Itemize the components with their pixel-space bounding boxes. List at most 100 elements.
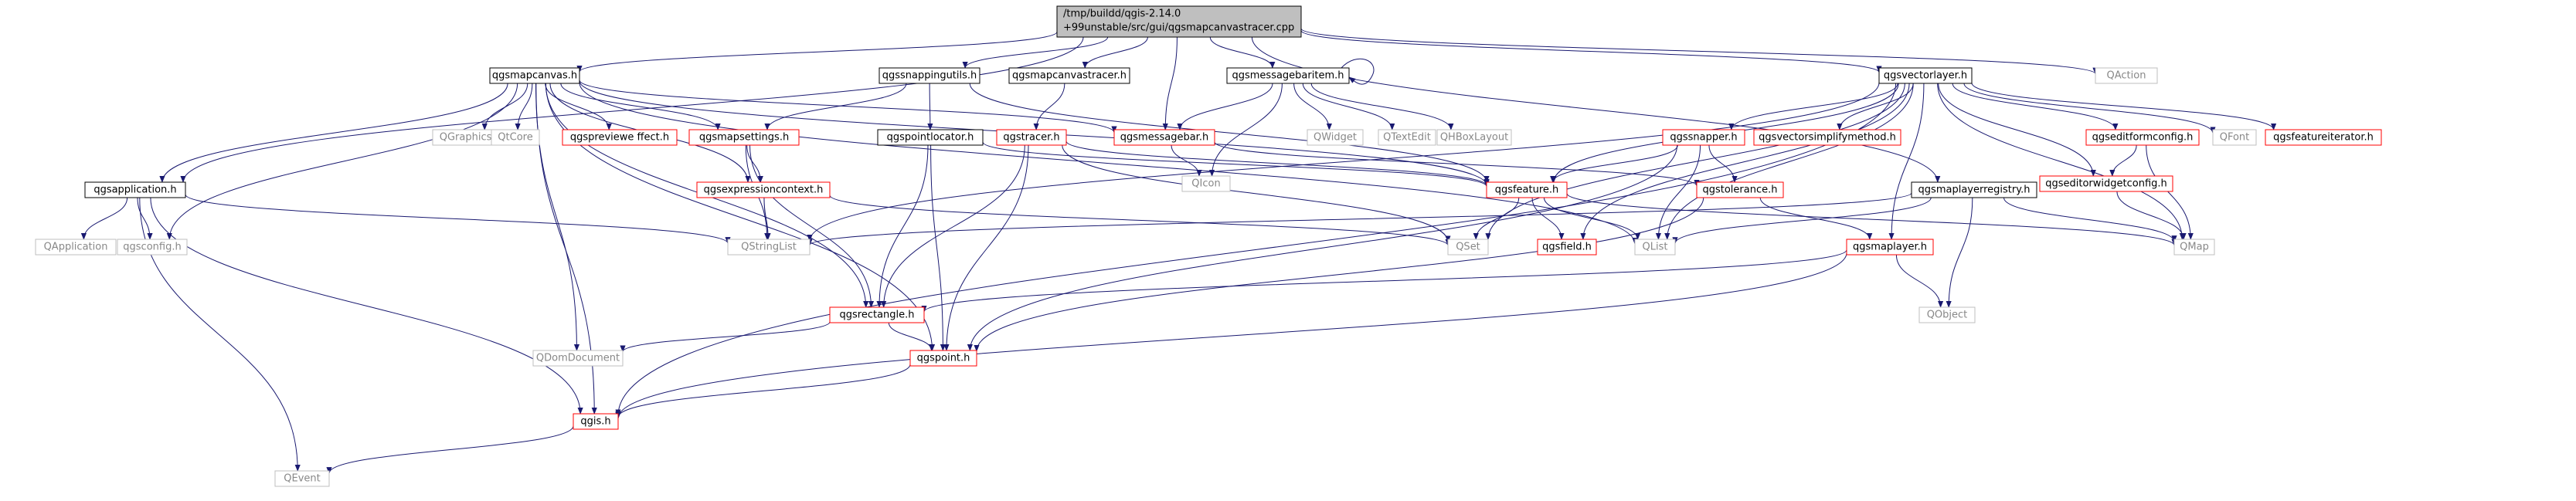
node-qgseditorwidgetconfig[interactable]: qgseditorwidgetconfig.h [2039,175,2173,192]
node-qicon: QIcon [1181,175,1231,192]
node-qhboxlayout: QHBoxLayout [1436,129,1512,146]
node-label: qgstracer.h [1003,132,1059,144]
edge-qgsvectorlayer-to-qgsmaplayer [1888,83,1925,240]
node-label: QAction [2107,70,2146,82]
node-qgsexpressioncontext[interactable]: qgsexpressioncontext.h [696,181,831,198]
node-box [491,129,540,146]
node-box [1378,129,1436,146]
node-box [2039,175,2173,192]
edge-qgsrectangle-to-qdomdocument [620,321,831,353]
edge-qgseditformconfig-to-qgseditorwidgetconfig [2109,144,2137,177]
node-qgsmessagebar[interactable]: qgsmessagebar.h [1113,129,1215,146]
node-box [2173,239,2215,256]
edge-root-to-qgsmapcanvas [576,31,1058,73]
node-qlist: QList [1634,239,1676,256]
node-qgsfield[interactable]: qgsfield.h [1537,239,1597,256]
node-qgsmapsettings[interactable]: qgsmapsettings.h [688,129,800,146]
node-qgspreviewnode[interactable]: qgspreviewe ffect.h [562,129,678,146]
node-qaction: QAction [2095,67,2158,84]
node-label: qgsmaplayerregistry.h [1918,184,2031,196]
node-box [2095,67,2158,84]
node-label: QEvent [284,473,320,485]
edge-qgsapplication-to-qevent [139,197,301,472]
node-qgsvectorsimplifymethod[interactable]: qgsvectorsimplifymethod.h [1753,129,1901,146]
node-qgsmessagebaritem[interactable]: qgsmessagebaritem.h [1226,67,1350,84]
node-label: qgsfeatureiterator.h [2273,132,2374,144]
edge-qgsmessagebaritem-to-qtextedit [1302,83,1395,130]
node-box [2265,129,2382,146]
node-qgsfeatureiterator[interactable]: qgsfeatureiterator.h [2265,129,2382,146]
node-box [996,129,1067,146]
edge-qgsapplication-to-qgsconfig [137,197,153,240]
edge-qgis-to-qevent [326,425,574,475]
node-label: QIcon [1191,178,1220,190]
edge-qgsmessagebaritem-to-qgsmessagebaritem [1341,58,1375,85]
edge-root-to-qgsvectorlayer [1300,30,1882,73]
node-qgstolerance[interactable]: qgstolerance.h [1696,181,1784,198]
edge-qgsmapcanvas-to-qgsmapsettings [560,83,721,130]
node-qtextedit: QTextEdit [1378,129,1436,146]
edge-qgsvectorlayer-to-qfont [1963,83,2216,134]
edge-qgsmapcanvas-to-qgsapplication [159,83,508,183]
node-qgsmaplayer[interactable]: qgsmaplayer.h [1846,239,1934,256]
node-qgseditformconfig[interactable]: qgseditformconfig.h [2085,129,2200,146]
node-box [727,239,811,256]
node-qgssnapper[interactable]: qgssnapper.h [1662,129,1745,146]
edge-qgsmapcanvas-to-qgsmessagebar [579,80,1117,134]
edge-qgssnapper-to-qlist [1655,144,1701,240]
edge-qgsvectorlayer-to-qset [1485,83,1905,241]
edge-qgsmapcanvas-to-qgsconfig [166,83,518,240]
node-label: qgsmapsettings.h [699,132,789,144]
node-qgspoint[interactable]: qgspoint.h [909,350,977,367]
node-label: qgspoint.h [917,353,970,364]
node-qgstracer[interactable]: qgstracer.h [996,129,1067,146]
node-label: qgis.h [580,416,610,428]
edge-qgsmaplayer-to-qgsrectangle [921,249,1847,313]
edge-root-to-qgsmapcanvastracer [1082,36,1148,69]
edge-qgsvectorlayer-to-qgis [615,83,1897,417]
edge-qgspointlocator-to-qgspoint [930,144,946,351]
node-qobject: QObject [1918,306,1976,323]
node-qgsconfig: qgsconfig.h [117,239,188,256]
node-box [1226,67,1350,84]
edge-qgssnappingutils-to-qgsmapsettings [764,83,907,130]
edge-qgsfeature-to-qlist [1543,197,1641,240]
node-label: qgstolerance.h [1702,184,1777,196]
edge-qgsmessagebaritem-to-qgsmessagebar [1177,83,1273,130]
node-qgsfeature[interactable]: qgsfeature.h [1486,181,1568,198]
node-label: QtCore [498,132,532,144]
node-qmap: QMap [2173,239,2215,256]
node-qgsapplication[interactable]: qgsapplication.h [84,181,186,198]
edge-qgsmaplayerregistry-to-qstringlist [807,192,1912,246]
edge-qgstracer-to-qset [1062,144,1451,243]
node-qgssnappingutils[interactable]: qgssnappingutils.h [878,67,980,84]
node-qfont: QFont [2212,129,2257,146]
node-qgsmapcanvas[interactable]: qgsmapcanvas.h [489,67,580,84]
edge-qgsvectorlayer-to-qlist [1664,83,1914,240]
node-qgis[interactable]: qgis.h [573,413,619,430]
node-box [1537,239,1597,256]
node-box [1662,129,1745,146]
edge-qgstracer-to-qgsfeature [1065,140,1490,187]
node-box [1008,67,1130,84]
edge-qgspoint-to-qgis [615,364,911,418]
node-label: qgsmapcanvastracer.h [1012,70,1127,82]
node-qgsrectangle[interactable]: qgsrectangle.h [829,306,925,323]
node-qgspointlocator[interactable]: qgspointlocator.h [877,129,984,146]
node-box [878,67,980,84]
node-qgsvectorlayer[interactable]: qgsvectorlayer.h [1878,67,1973,84]
edge-qgsmaplayerregistry-to-qmap [2003,197,2177,243]
node-label: qgssnappingutils.h [882,70,977,82]
edge-root-to-qgsapplication [180,36,1084,183]
node-label: qgsmessagebar.h [1120,132,1208,144]
node-qgsmapcanvastracer[interactable]: qgsmapcanvastracer.h [1008,67,1130,84]
edge-qgsfeature-to-qmap [1566,193,2177,246]
edge-qgsfeature-to-qgsfield [1531,197,1565,240]
edge-qgsmapcanvas-to-qtcore [515,83,533,130]
node-box [35,239,117,256]
node-qgsmaplayerregistry[interactable]: qgsmaplayerregistry.h [1911,181,2037,198]
node-box [909,350,977,367]
edge-qgsapplication-to-qapplication [80,197,128,240]
edge-qgsvectorlayer-to-qstringlist [807,82,1880,242]
node-box [2212,129,2257,146]
